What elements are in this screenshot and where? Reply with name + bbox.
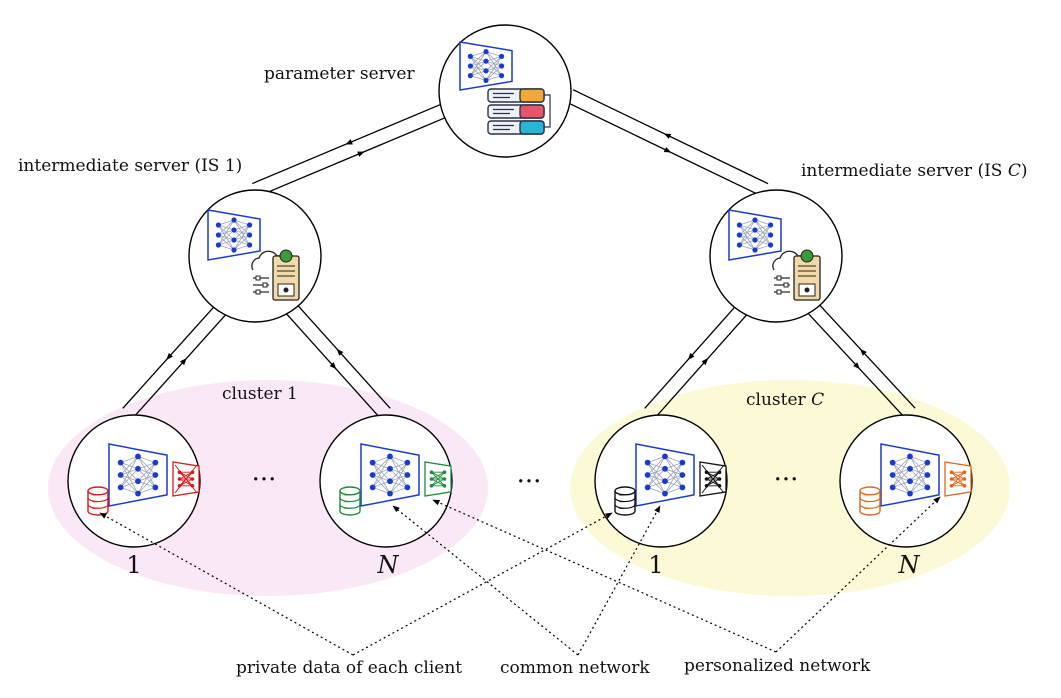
cluster-c-var: C: [811, 390, 824, 410]
server-rack-icon: [487, 88, 551, 135]
parameter-server-label: parameter server: [264, 64, 415, 84]
cloud-server-icon: [251, 249, 300, 301]
cloud-server-icon: [772, 249, 821, 301]
cluster-C-client-N: [839, 414, 973, 548]
personalized-head-icon: [699, 461, 727, 497]
cluster-1-client-1: [67, 414, 201, 548]
personalized-head-icon: [424, 461, 452, 497]
link-ps-is1: [252, 98, 458, 198]
legend-personalized-network: personalized network: [684, 656, 871, 676]
neural-network-icon: [360, 443, 420, 507]
parameter-server-node: [438, 24, 572, 158]
link-isC-clientN: [804, 299, 916, 419]
link-ps-isC: [566, 89, 769, 197]
cluster-1-label: cluster 1: [222, 384, 298, 404]
link-isC-client1: [644, 299, 752, 419]
legend-pointers: [99, 496, 941, 656]
client-index-N-right: N: [898, 551, 921, 579]
pointer-private-data-clusterC-client1: [352, 512, 613, 656]
legend-private-data: private data of each client: [236, 658, 462, 678]
database-icon: [339, 486, 361, 516]
database-icon: [614, 486, 636, 516]
neural-network-icon: [635, 443, 695, 507]
client-index-N-left: N: [377, 551, 400, 579]
neural-network-icon: [728, 209, 782, 261]
neural-network-icon: [459, 41, 513, 91]
pointer-common-network-left: [392, 505, 579, 656]
intermediate-server-C-label: intermediate server (IS C): [801, 161, 1028, 181]
cluster-1-client-N: [319, 414, 453, 548]
database-icon: [859, 486, 881, 516]
client-index-1-right: 1: [648, 551, 663, 579]
neural-network-icon: [880, 443, 940, 507]
is-c-prefix: intermediate server (IS: [801, 161, 1008, 181]
link-is1-client1: [122, 299, 231, 419]
client-index-1-left: 1: [126, 551, 141, 579]
cluster-c-prefix: cluster: [746, 390, 811, 410]
personalized-head-icon: [172, 461, 200, 497]
pointer-common-network-right: [577, 505, 661, 656]
database-icon: [87, 486, 109, 516]
link-is1-clientN: [282, 299, 391, 419]
neural-network-icon: [108, 443, 168, 507]
intermediate-server-1-label: intermediate server (IS 1): [18, 156, 242, 176]
is-c-var: C: [1008, 161, 1021, 181]
cluster-C-label: cluster C: [746, 390, 824, 410]
connection-links: [122, 89, 916, 419]
cluster-C-client-1: [594, 414, 728, 548]
legend-common-network: common network: [500, 658, 650, 678]
neural-network-icon: [207, 209, 261, 261]
ellipsis-between-clusters: ···: [517, 467, 542, 497]
ellipsis-cluster-C: ···: [774, 465, 799, 495]
nodes-layer: [67, 24, 973, 548]
is-c-suffix: ): [1021, 161, 1028, 181]
ellipsis-cluster-1: ···: [252, 465, 277, 495]
intermediate-server-C-node: [709, 189, 843, 323]
personalized-head-icon: [944, 461, 972, 497]
intermediate-server-1-node: [188, 189, 322, 323]
pointer-private-data-client1: [99, 512, 354, 656]
